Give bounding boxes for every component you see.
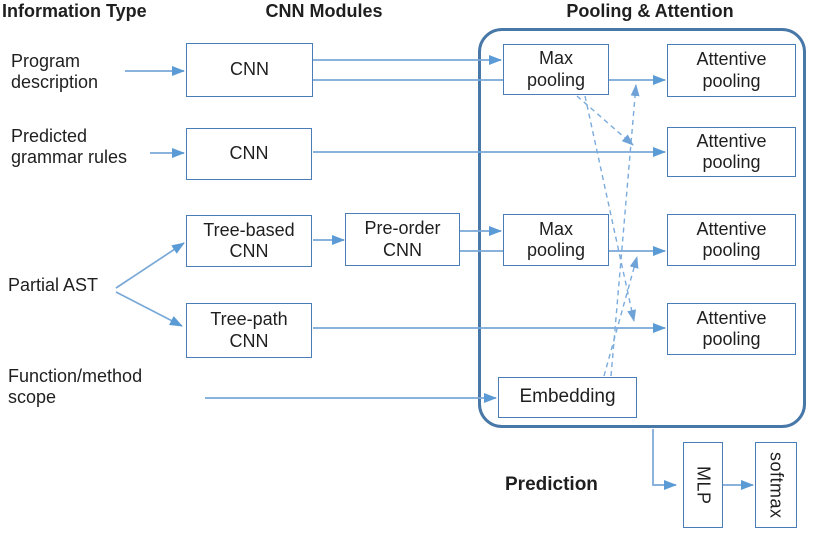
node-attentive-pooling-3: Attentive pooling — [667, 214, 796, 266]
node-mlp: MLP — [683, 442, 723, 528]
input-label-program-description: Program description — [11, 51, 99, 92]
pooling-attention-container — [478, 28, 806, 428]
node-softmax: softmax — [755, 442, 797, 528]
arrow-ast-to-tree-path-cnn — [115, 291, 183, 327]
input-label-partial-ast: Partial AST — [8, 275, 99, 295]
header-cnn-modules: CNN Modules — [265, 1, 383, 21]
node-tree-path-cnn: Tree-path CNN — [186, 303, 312, 358]
arrow-container-to-mlp — [652, 429, 677, 490]
dashed-arrow-maxpool1-to-junction4 — [584, 95, 637, 322]
node-cnn-description: CNN — [186, 43, 313, 97]
arrow-ast-to-tree-based-cnn — [115, 242, 185, 289]
dashed-arrow-embedding-to-junction3 — [603, 256, 639, 377]
node-embedding: Embedding — [498, 377, 637, 418]
input-label-predicted-grammar-rules: Predicted grammar rules — [11, 126, 128, 167]
node-cnn-grammar: CNN — [186, 128, 312, 180]
header-information-type: Information Type — [2, 1, 147, 21]
node-attentive-pooling-2: Attentive pooling — [667, 127, 796, 177]
input-label-function-method-scope: Function/method scope — [8, 366, 143, 407]
node-attentive-pooling-1: Attentive pooling — [667, 44, 796, 97]
dashed-arrow-embedding-to-junction1 — [610, 84, 640, 377]
node-max-pooling-2: Max pooling — [503, 214, 609, 266]
header-pooling-attention: Pooling & Attention — [566, 1, 734, 21]
node-tree-based-cnn: Tree-based CNN — [186, 215, 312, 267]
node-max-pooling-1: Max pooling — [503, 44, 609, 95]
header-prediction: Prediction — [505, 474, 598, 495]
node-pre-order-cnn: Pre-order CNN — [345, 213, 460, 266]
dashed-arrow-maxpool1-to-junction2 — [576, 95, 634, 146]
node-attentive-pooling-4: Attentive pooling — [667, 303, 796, 355]
